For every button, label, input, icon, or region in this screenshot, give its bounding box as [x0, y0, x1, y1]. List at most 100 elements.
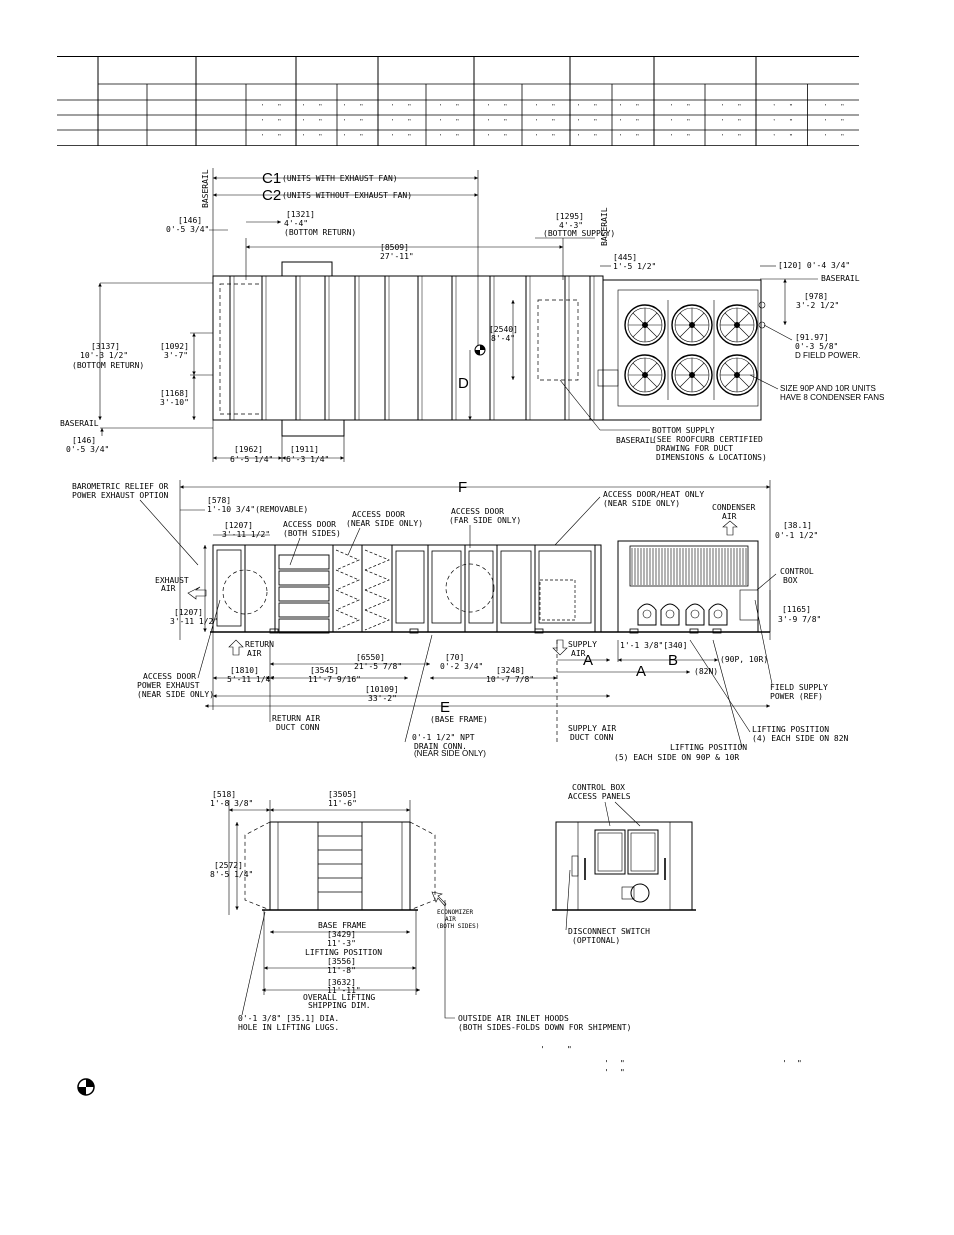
dim-3137-ft: 10'-3 1/2" [80, 351, 128, 360]
svg-text:": " [620, 1068, 625, 1077]
baserail-label-far: BASERAIL [821, 274, 860, 283]
side-elevation: BAROMETRIC RELIEF OR POWER EXHAUST OPTIO… [72, 479, 849, 762]
svg-text:': ' [536, 103, 537, 111]
dim-8509-ft: 27'-11" [380, 252, 414, 261]
drain-1: 0'-1 1/2" NPT [412, 733, 475, 742]
b-label: B [668, 652, 678, 669]
dim-381-mm: [38.1] [783, 521, 812, 530]
note-ticks: '"'"'"'" [540, 1045, 802, 1077]
economizer-air-arrow-icon [431, 891, 447, 907]
dim-8509-mm: [8509] [380, 243, 409, 252]
svg-text:": " [841, 133, 844, 141]
dim-1911-mm: [1911] [290, 445, 319, 454]
svg-text:': ' [671, 103, 672, 111]
svg-text:': ' [540, 1045, 545, 1054]
svg-text:': ' [671, 118, 672, 126]
svg-text:": " [504, 103, 507, 111]
svg-text:": " [319, 133, 322, 141]
dim-6550-ft: 21'-5 7/8" [354, 662, 402, 671]
dim-1207-bot-mm: [1207] [174, 608, 203, 617]
svg-text:': ' [303, 118, 304, 126]
svg-text:": " [790, 133, 793, 141]
bottom-supply-1: BOTTOM SUPPLY [652, 426, 715, 435]
dim-9197-ft: 0'-3 5/8" [795, 342, 838, 351]
supply-duct-2: DUCT CONN [570, 733, 614, 742]
dim-1321-note: (BOTTOM RETURN) [284, 228, 356, 237]
dim-578-ft: 1'-10 3/4"(REMOVABLE) [207, 505, 308, 514]
dim-146-bot-ft: 0'-5 3/4" [66, 445, 109, 454]
access-far-2: (FAR SIDE ONLY) [449, 516, 521, 525]
dim-3545-mm: [3545] [310, 666, 339, 675]
disconnect-1: DISCONNECT SWITCH [568, 927, 650, 936]
bottom-supply-4: DIMENSIONS & LOCATIONS) [656, 453, 767, 462]
dim-578-mm: [578] [207, 496, 231, 505]
svg-text:': ' [578, 133, 579, 141]
baserail-label-supply: BASERAIL [616, 436, 655, 445]
cb-panels-1: CONTROL BOX [572, 783, 625, 792]
control-box-2: BOX [783, 576, 798, 585]
fans-note-2: HAVE 8 CONDENSER FANS [780, 393, 884, 402]
dim-70-ft: 0'-2 3/4" [440, 662, 483, 671]
svg-text:': ' [440, 133, 441, 141]
econ-3: (BOTH SIDES) [436, 923, 479, 930]
fans-note-1: SIZE 90P AND 10R UNITS [780, 384, 876, 393]
access-near-2: (NEAR SIDE ONLY) [346, 519, 423, 528]
hole-2: HOLE IN LIFTING LUGS. [238, 1023, 339, 1032]
svg-text:": " [567, 1045, 572, 1054]
svg-text:": " [408, 118, 411, 126]
svg-text:': ' [774, 103, 775, 111]
svg-text:": " [456, 103, 459, 111]
svg-text:": " [319, 118, 322, 126]
dim-1321-mm: [1321] [286, 210, 315, 219]
baro-note-2: POWER EXHAUST OPTION [72, 491, 169, 500]
drain-3: (NEAR SIDE ONLY) [414, 749, 486, 758]
svg-text:": " [360, 133, 363, 141]
dim-1207-bot-ft: 3'-11 1/2" [170, 617, 218, 626]
c2-note: (UNITS WITHOUT EXHAUST FAN) [282, 191, 412, 200]
svg-text:": " [594, 118, 597, 126]
dim-146-top-mm: [146] [178, 216, 202, 225]
svg-text:": " [504, 118, 507, 126]
access-both-2: (BOTH SIDES) [283, 529, 341, 538]
condenser-air-arrow-icon [722, 520, 738, 536]
baserail-label-left: BASERAIL [201, 169, 210, 208]
bottom-supply-2: (SEE ROOFCURB CERTIFIED [652, 435, 763, 444]
dim-2540-ft: 8'-4" [491, 334, 515, 343]
supply-air-2: AIR [571, 649, 586, 658]
end-lifting: LIFTING POSITION [305, 948, 382, 957]
dim-1168-ft: 3'-10" [160, 398, 189, 407]
svg-text:': ' [262, 118, 263, 126]
base-frame-label: (BASE FRAME) [430, 715, 488, 724]
svg-text:": " [738, 133, 741, 141]
dim-1092-ft: 3'-7" [164, 351, 188, 360]
svg-text:': ' [782, 1059, 787, 1068]
svg-text:": " [636, 118, 639, 126]
dim-70-mm: [70] [445, 653, 464, 662]
svg-text:": " [841, 103, 844, 111]
dim-6550-mm: [6550] [356, 653, 385, 662]
svg-text:": " [408, 133, 411, 141]
dim-1810-mm: [1810] [230, 666, 259, 675]
dim-1165-mm: [1165] [782, 605, 811, 614]
svg-text:': ' [722, 133, 723, 141]
dim-1207-top-mm: [1207] [224, 521, 253, 530]
hoods-2: (BOTH SIDES-FOLDS DOWN FOR SHIPMENT) [458, 1023, 631, 1032]
svg-text:': ' [722, 118, 723, 126]
svg-text:': ' [578, 103, 579, 111]
end-base-frame: BASE FRAME [318, 921, 366, 930]
c1-label: C1 [262, 170, 281, 187]
c2-label: C2 [262, 187, 281, 204]
dim-518-mm: [518] [212, 790, 236, 799]
exhaust-air-1: EXHAUST [155, 576, 189, 585]
dim-10109-ft: 33'-2" [368, 694, 397, 703]
return-duct-1: RETURN AIR [272, 714, 320, 723]
dim-445-ft: 1'-5 1/2" [613, 262, 656, 271]
svg-text:": " [552, 118, 555, 126]
dim-3505-ft: 11'-6" [328, 799, 357, 808]
access-pe-1: ACCESS DOOR [143, 672, 196, 681]
svg-text:': ' [620, 103, 621, 111]
access-both-1: ACCESS DOOR [283, 520, 336, 529]
e-label: E [440, 699, 450, 716]
lift90-2: (5) EACH SIDE ON 90P & 10R [614, 753, 739, 762]
dim-1168-mm: [1168] [160, 389, 189, 398]
